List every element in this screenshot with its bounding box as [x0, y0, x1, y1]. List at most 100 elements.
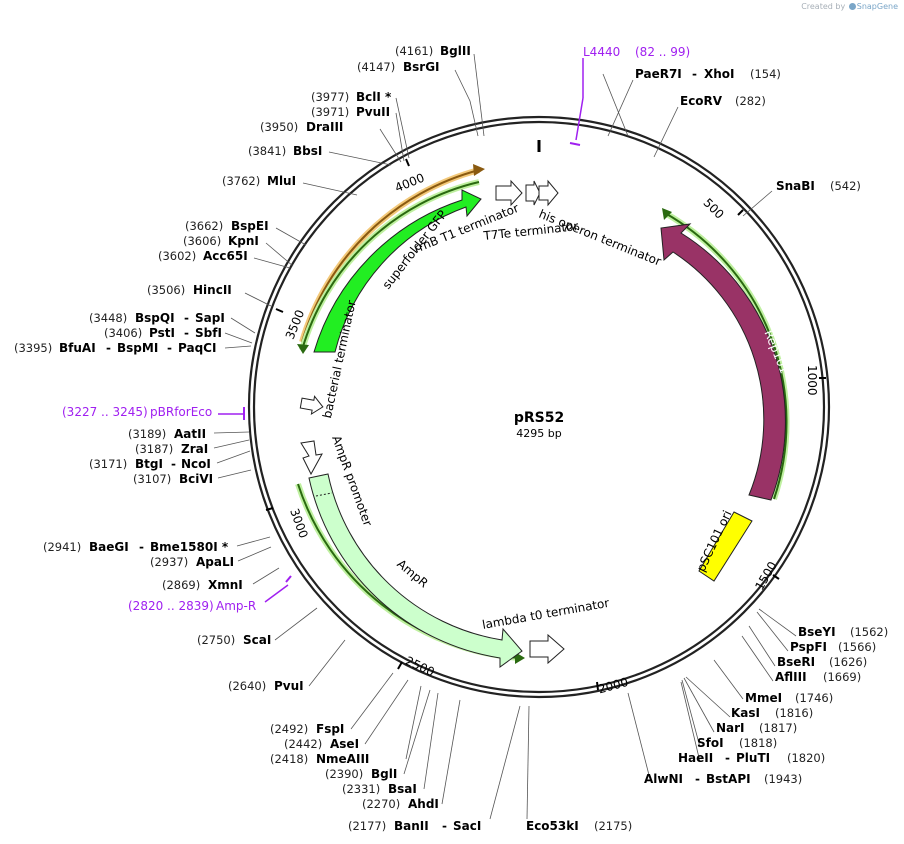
site-pvuii[interactable]: (3971) PvuII — [311, 105, 390, 119]
site-banii[interactable]: (2177) BanII - SacI — [348, 819, 481, 833]
site-pspfi[interactable]: PspFI (1566) — [790, 640, 876, 654]
site-nari[interactable]: NarI (1817) — [716, 721, 797, 735]
plasmid-name: pRS52 — [514, 410, 564, 426]
site-haeii-sep: - — [725, 751, 730, 765]
site-pvuii-pos: (3971) — [311, 105, 349, 119]
site-bcivi[interactable]: (3107) BciVI — [133, 472, 213, 486]
tick-2500: 2500 — [403, 654, 437, 680]
site-mmei[interactable]: MmeI (1746) — [745, 691, 833, 705]
site-psti-name2: SbfI — [195, 326, 222, 340]
site-aflIII[interactable]: AflIII (1669) — [775, 670, 861, 684]
site-bbsi[interactable]: (3841) BbsI — [248, 144, 322, 158]
site-mlui-name: MluI — [267, 174, 296, 188]
site-xmni[interactable]: (2869) XmnI — [162, 578, 243, 592]
site-banii-pos: (2177) — [348, 819, 386, 833]
site-nari-pos: (1817) — [759, 721, 797, 735]
primer-pbrforeco-range: (3227 .. 3245) — [62, 405, 148, 419]
credit-prefix: Created by — [801, 2, 846, 11]
site-baegi[interactable]: (2941) BaeGI - Bme1580I * — [43, 540, 229, 554]
site-eco53ki[interactable]: Eco53kI (2175) — [526, 819, 632, 833]
site-eco53ki-name: Eco53kI — [526, 819, 579, 833]
site-acc65i[interactable]: (3602) Acc65I — [158, 249, 248, 263]
site-eco53ki-pos: (2175) — [594, 819, 632, 833]
site-haeii[interactable]: HaeII - PluTI (1820) — [678, 751, 825, 765]
site-mmei-name: MmeI — [745, 691, 782, 705]
site-bseri[interactable]: BseRI (1626) — [777, 655, 867, 669]
snapgene-credit: Created by SnapGene — [801, 2, 898, 11]
site-alwni-pos: (1943) — [764, 772, 802, 786]
site-psti-sep: - — [184, 326, 189, 340]
tick-2000: 2000 — [597, 675, 630, 696]
site-hincii-name: HincII — [193, 283, 232, 297]
site-scai[interactable]: (2750) ScaI — [197, 633, 271, 647]
site-leader-lines — [213, 53, 797, 820]
site-ecorv[interactable]: EcoRV (282) — [680, 94, 766, 108]
site-sfoi[interactable]: SfoI (1818) — [697, 736, 777, 750]
site-ecorv-pos: (282) — [735, 94, 766, 108]
site-btgi[interactable]: (3171) BtgI - NcoI — [89, 457, 211, 471]
site-bglii-pos: (4161) — [395, 44, 433, 58]
feature-ampr[interactable]: AmpR — [308, 473, 523, 668]
site-sfoi-pos: (1818) — [739, 736, 777, 750]
site-paer7i-name: PaeR7I — [635, 67, 682, 81]
site-asei[interactable]: (2442) AseI — [284, 737, 359, 751]
site-baegi-sep: - — [139, 540, 144, 554]
site-zrai-pos: (3187) — [135, 442, 173, 456]
tick-1000: 1000 — [805, 365, 819, 396]
site-ahdi[interactable]: (2270) AhdI — [362, 797, 439, 811]
tick-500: 500 — [701, 196, 727, 222]
feature-label-ampr: AmpR — [394, 557, 430, 591]
site-fspi[interactable]: (2492) FspI — [270, 722, 344, 736]
site-zrai[interactable]: (3187) ZraI — [135, 442, 208, 456]
site-hincii-pos: (3506) — [147, 283, 185, 297]
site-aatii[interactable]: (3189) AatII — [128, 427, 206, 441]
site-draiii[interactable]: (3950) DraIII — [260, 120, 343, 134]
site-kasi-name: KasI — [731, 706, 760, 720]
feature-psc101-ori[interactable]: pSC101 ori — [694, 508, 753, 582]
feature-his-operon-arrow — [538, 179, 559, 207]
site-apali[interactable]: (2937) ApaLI — [150, 555, 234, 569]
site-psti[interactable]: (3406) PstI - SbfI — [104, 326, 222, 340]
site-pvuii-name: PvuII — [356, 105, 390, 119]
site-bfuai[interactable]: (3395) BfuAI - BspMI - PaqCI — [14, 341, 216, 355]
site-xmni-pos: (2869) — [162, 578, 200, 592]
site-bspqi[interactable]: (3448) BspQI - SapI — [89, 311, 225, 325]
site-bsrgi[interactable]: (4147) BsrGI — [357, 60, 440, 74]
site-bspei[interactable]: (3662) BspEI — [185, 219, 269, 233]
site-pspfi-name: PspFI — [790, 640, 827, 654]
site-nmeaiii[interactable]: (2418) NmeAIII — [270, 752, 369, 766]
site-bglii[interactable]: (4161) BglII — [395, 44, 471, 58]
primer-pbrforeco[interactable]: (3227 .. 3245) pBRforEco — [62, 405, 245, 420]
site-mlui-pos: (3762) — [222, 174, 260, 188]
site-btgi-name: BtgI — [135, 457, 163, 471]
primer-amp-r[interactable]: (2820 .. 2839) Amp-R — [128, 575, 292, 613]
site-alwni[interactable]: AlwNI - BstAPI (1943) — [644, 772, 802, 786]
site-pvui[interactable]: (2640) PvuI — [228, 679, 304, 693]
site-bspqi-name: BspQI — [135, 311, 175, 325]
site-paer7i-pos: (154) — [750, 67, 781, 81]
site-fspi-name: FspI — [316, 722, 344, 736]
site-kasi[interactable]: KasI (1816) — [731, 706, 813, 720]
site-kpni[interactable]: (3606) KpnI — [183, 234, 259, 248]
site-asei-pos: (2442) — [284, 737, 322, 751]
site-ahdi-name: AhdI — [408, 797, 439, 811]
site-bsai[interactable]: (2331) BsaI — [342, 782, 417, 796]
primer-l4440[interactable]: L4440 (82 .. 99) — [569, 45, 690, 146]
site-aatii-name: AatII — [174, 427, 206, 441]
site-bcli[interactable]: (3977) BclI * — [311, 90, 392, 104]
site-bgli[interactable]: (2390) BglI — [325, 767, 397, 781]
site-mlui[interactable]: (3762) MluI — [222, 174, 296, 188]
primer-track-green-right — [662, 208, 790, 500]
site-paer7i[interactable]: PaeR7I - XhoI (154) — [635, 67, 781, 81]
site-pvui-name: PvuI — [274, 679, 304, 693]
site-fspi-pos: (2492) — [270, 722, 308, 736]
site-psti-pos: (3406) — [104, 326, 142, 340]
site-nmeaiii-pos: (2418) — [270, 752, 308, 766]
primer-pbrforeco-name: pBRforEco — [150, 405, 212, 419]
site-hincii[interactable]: (3506) HincII — [147, 283, 232, 297]
site-bseri-name: BseRI — [777, 655, 815, 669]
site-bspqi-name2: SapI — [195, 311, 225, 325]
site-bseyi[interactable]: BseYI (1562) — [798, 625, 888, 639]
site-snabi[interactable]: SnaBI (542) — [776, 179, 861, 193]
